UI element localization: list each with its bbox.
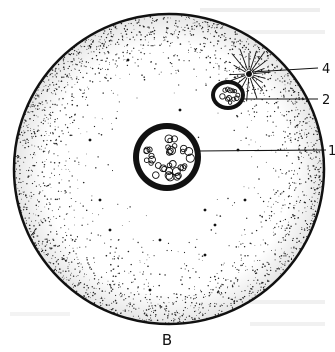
callout-label-4: 4: [322, 62, 330, 77]
nucleus: [133, 123, 201, 191]
callout-label-2: 2: [322, 93, 330, 108]
figure-caption: B: [162, 331, 172, 349]
callout-label-1: 1: [328, 144, 335, 159]
small-nuclear-body: [211, 80, 245, 110]
centrosome: [246, 71, 252, 77]
